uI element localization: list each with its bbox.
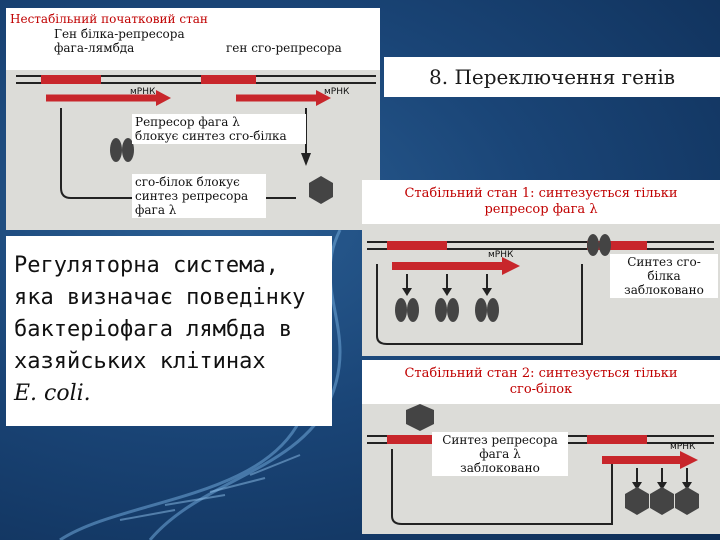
initial-state-panel: Нестабільний початковий стан Ген білка-р… — [6, 8, 380, 230]
stable1-caption: Синтез сго- білка заблоковано — [610, 254, 718, 298]
stable1-mrna-label: мРНК — [488, 250, 514, 260]
stable2-mrna-label: мРНК — [670, 442, 696, 452]
initial-state-heading: Нестабільний початковий стан — [10, 12, 208, 26]
stable1-panel: мРНК Синтез сго- білка заблоковано — [362, 224, 720, 356]
gene-cro-label: ген сго-репресора — [226, 41, 342, 55]
stable2-caption-line1: Синтез репресора — [442, 433, 558, 447]
mrna-label-2: мРНК — [324, 87, 350, 97]
stable1-schematic — [367, 234, 714, 345]
stable1-heading-box: Стабільний стан 1: синтезується тільки р… — [362, 180, 720, 224]
stable2-heading-line2: сго-білок — [509, 382, 573, 397]
main-text-line4: хазяйських клітинах — [14, 349, 266, 374]
cro-caption-line1: сго-білок блокує — [135, 175, 240, 189]
repressor-caption-line1: Репресор фага λ — [135, 115, 240, 129]
stable1-caption-line3: заблоковано — [624, 283, 704, 297]
stable1-caption-line2: білка — [647, 269, 681, 283]
main-description: Регуляторна система, яка визначає поведі… — [6, 236, 332, 426]
stable1-heading-line2: репресор фага λ — [484, 202, 598, 217]
repressor-caption: Репресор фага λ блокує синтез сго-білка — [132, 114, 306, 144]
stable2-caption: Синтез репресора фага λ заблоковано — [432, 432, 568, 476]
gene-repressor-label-line2: фага-лямбда — [54, 41, 135, 55]
stable2-heading-line1: Стабільний стан 2: синтезується тільки — [404, 366, 678, 381]
gene-repressor-label-line1: Ген білка-репресора — [54, 27, 185, 41]
slide-title: 8. Переключення генів — [384, 57, 720, 97]
main-text-line1: Регуляторна система, — [14, 253, 279, 278]
main-text-line5: E. coli. — [14, 381, 91, 406]
initial-state-heading-box — [6, 8, 380, 70]
main-text-line2: яка визначає поведінку — [14, 285, 306, 310]
stable2-schematic — [367, 404, 714, 525]
initial-state-schematic — [16, 75, 376, 204]
cro-caption-line3: фага λ — [135, 203, 177, 217]
cro-caption-line2: синтез репресора — [135, 189, 249, 203]
repressor-caption-line2: блокує синтез сго-білка — [135, 129, 287, 143]
stable1-heading-line1: Стабільний стан 1: синтезується тільки — [404, 186, 678, 201]
mrna-label-1: мРНК — [130, 87, 156, 97]
stable1-caption-line1: Синтез сго- — [627, 255, 701, 269]
stable2-caption-line2: фага λ — [479, 447, 521, 461]
stable2-panel: мРНК Синтез репресора фага λ заблоковано — [362, 404, 720, 534]
stable2-caption-line3: заблоковано — [460, 461, 540, 475]
cro-caption: сго-білок блокує синтез репресора фага λ — [132, 174, 266, 218]
stable2-heading-box: Стабільний стан 2: синтезується тільки с… — [362, 360, 720, 404]
main-text-line3: бактеріофага лямбда в — [14, 317, 293, 342]
